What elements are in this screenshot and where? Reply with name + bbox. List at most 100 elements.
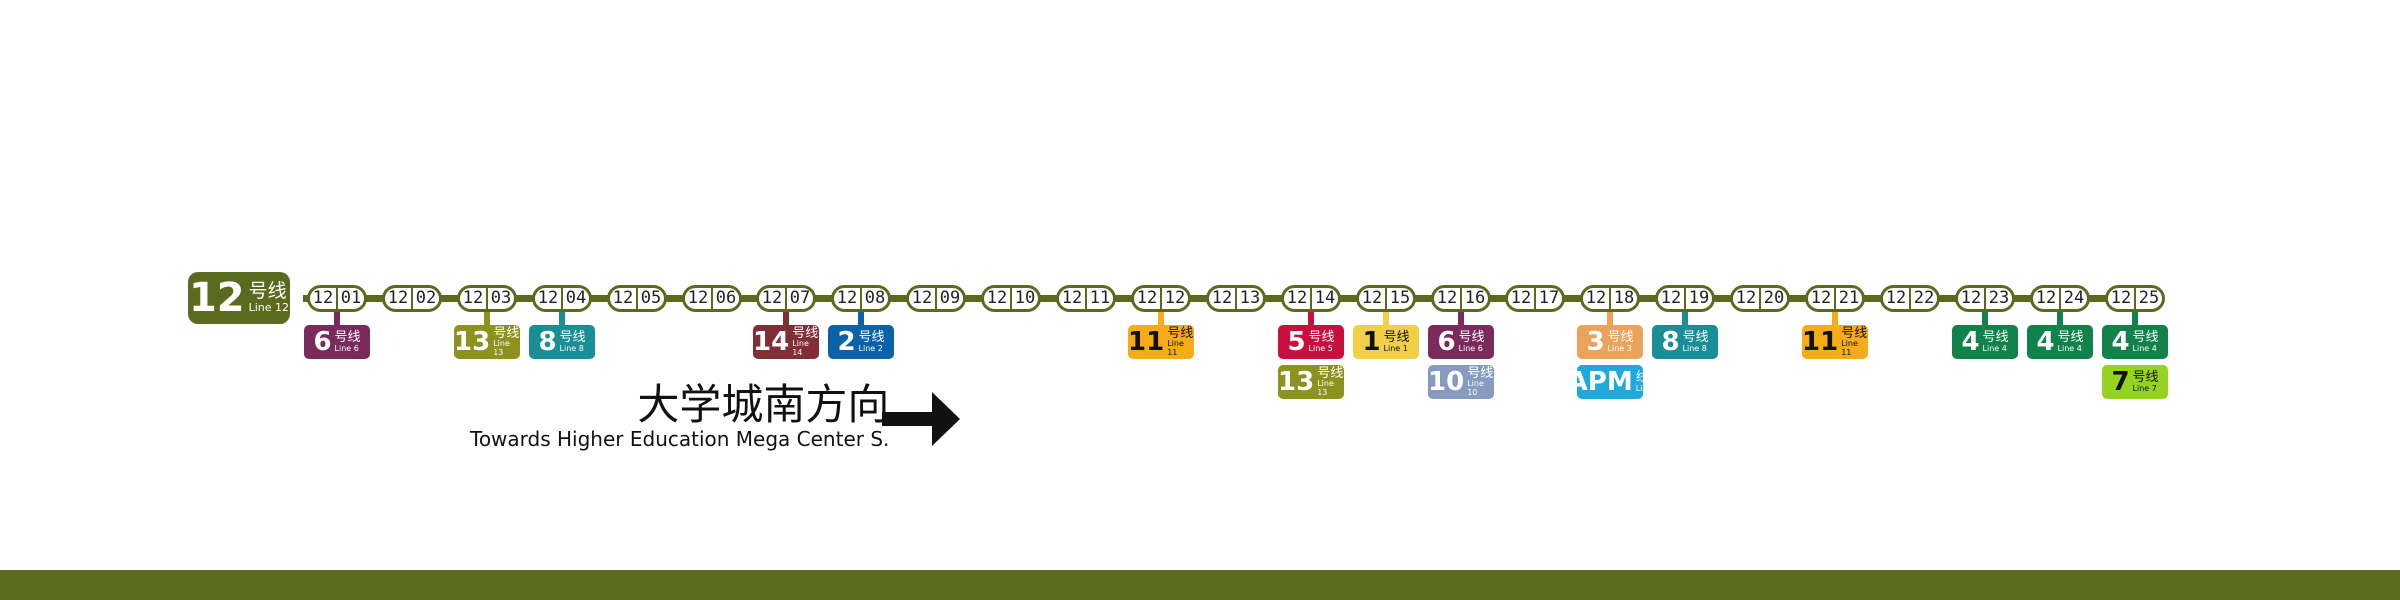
- transfer-line-name-zh: 号线: [2132, 369, 2159, 385]
- station-code-number: 07: [785, 288, 813, 309]
- transfer-line-name-zh: 号线: [1383, 329, 1410, 345]
- transfer-line-name-en: Line 13: [1317, 379, 1334, 397]
- station-code-line: 12: [1061, 288, 1083, 308]
- transfer-line-name-zh: 号线: [792, 325, 819, 341]
- station-code-number: 05: [636, 288, 664, 309]
- transfer-line-name-zh: 号线: [559, 329, 586, 345]
- station-code-number: 14: [1310, 288, 1338, 309]
- transfer-line-name-en: Line 4: [2132, 343, 2157, 353]
- transfer-line-name-zh: 号线: [1982, 329, 2009, 345]
- transfer-line-number: 4: [1961, 327, 1980, 357]
- line-badge-name-en: Line 12: [248, 301, 290, 315]
- station-code-number: 19: [1684, 288, 1712, 309]
- transfer-line-number: 11: [1128, 327, 1165, 357]
- station-code-number: 03: [486, 288, 514, 309]
- station-code-number: 23: [1984, 288, 2012, 309]
- transfer-line-number: 8: [1661, 327, 1680, 357]
- transfer-connector: [484, 312, 490, 325]
- transfer-line-name-en: Line 8: [559, 343, 584, 353]
- transfer-line-number: 13: [454, 327, 491, 357]
- station-code-number: 25: [2134, 288, 2162, 309]
- station-code-line: 12: [312, 288, 334, 308]
- transfer-connector: [1308, 312, 1314, 325]
- transfer-line-name-en: Line 5: [1308, 343, 1333, 353]
- station-code-number: 13: [1235, 288, 1263, 309]
- station-code-line: 12: [1436, 288, 1458, 308]
- station-code-line: 12: [1810, 288, 1832, 308]
- transfer-line-name-zh: 号线: [1607, 329, 1634, 345]
- station-code-line: 12: [2035, 288, 2057, 308]
- station-code-line: 12: [2110, 288, 2132, 308]
- transfer-connector: [1682, 312, 1688, 325]
- transfer-line-number: 3: [1586, 327, 1605, 357]
- direction-zh: 大学城南方向: [637, 380, 890, 429]
- transfer-line-number: 5: [1287, 327, 1306, 357]
- station-code-line: 12: [1885, 288, 1907, 308]
- transfer-line-name-en: Line 3: [1607, 343, 1632, 353]
- station-code-line: 12: [1136, 288, 1158, 308]
- transfer-line-name-en: Line 2: [858, 343, 883, 353]
- station-code-number: 15: [1385, 288, 1413, 309]
- transfer-line-name-zh: 号线: [1308, 329, 1335, 345]
- station-code-line: 12: [986, 288, 1008, 308]
- station-code-number: 10: [1010, 288, 1038, 309]
- transfer-line-name-zh: 号线: [2057, 329, 2084, 345]
- station-code-line: 12: [1211, 288, 1233, 308]
- line-badge-name: 号线 Line 12: [248, 280, 290, 315]
- direction-sign: 大学城南方向 Towards Higher Education Mega Cen…: [470, 380, 890, 450]
- line-badge-name-zh: 号线: [248, 280, 287, 303]
- transfer-line-name-zh: 号线: [1467, 365, 1494, 381]
- station-code-number: 01: [336, 288, 364, 309]
- transfer-line-number: 13: [1278, 367, 1315, 397]
- transfer-line-name-en: Line 6: [1458, 343, 1483, 353]
- transfer-connector: [2132, 312, 2138, 325]
- transfer-connector: [1458, 312, 1464, 325]
- station-code-line: 12: [1361, 288, 1383, 308]
- transfer-line-number: APM: [1567, 367, 1633, 397]
- transfer-line-number: 14: [753, 327, 790, 357]
- transfer-line-name-en: Line 4: [1982, 343, 2007, 353]
- transfer-line-number: 10: [1428, 367, 1465, 397]
- transfer-line-number: 7: [2111, 367, 2130, 397]
